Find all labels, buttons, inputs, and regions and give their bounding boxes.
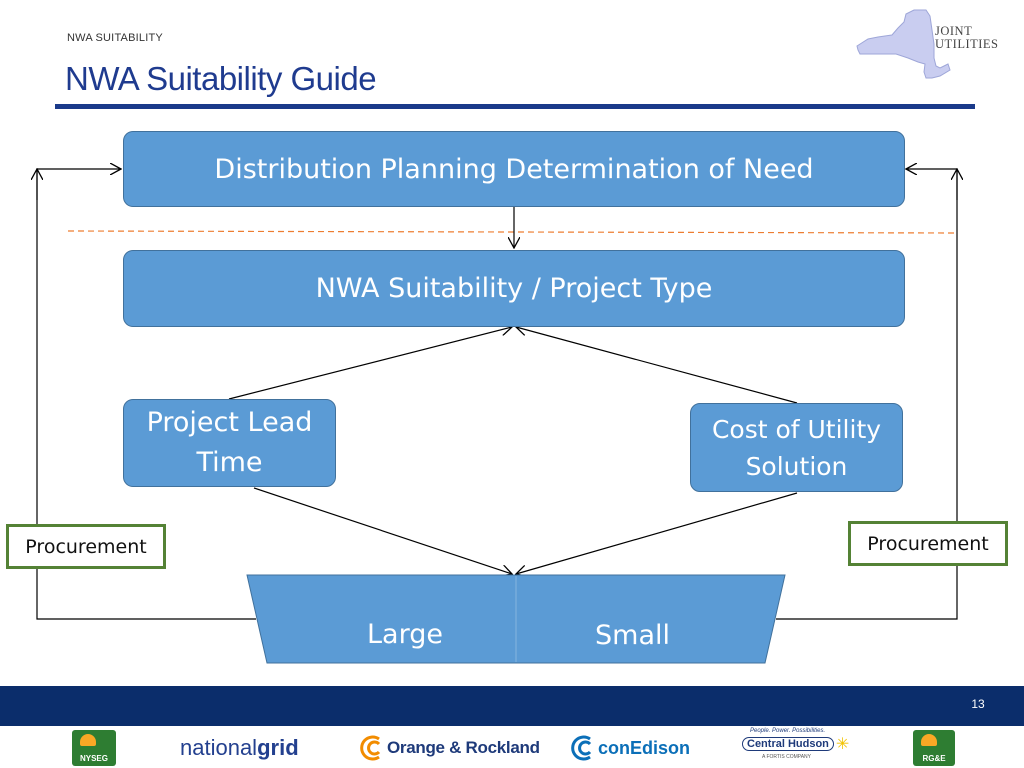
central-hudson-star-icon: ✳ bbox=[835, 736, 850, 753]
nyseg-text: NYSEG bbox=[79, 754, 108, 763]
section-label: NWA SUITABILITY bbox=[67, 32, 163, 44]
central-hudson-text: Central Hudson bbox=[742, 737, 834, 751]
title-divider bbox=[55, 104, 975, 109]
conedison-text: conEdison bbox=[598, 737, 691, 758]
cost-of-utility-box: Cost of Utility Solution bbox=[690, 403, 903, 492]
procurement-right-box: Procurement bbox=[848, 521, 1008, 566]
new-york-state-map-icon bbox=[856, 9, 951, 79]
right-feedback-loop bbox=[776, 169, 958, 620]
page-number: 13 bbox=[971, 697, 985, 711]
arrow-cost-to-suitability bbox=[516, 327, 798, 404]
cost-of-utility-line1: Cost of Utility bbox=[711, 414, 882, 444]
rge-logo: RG&E bbox=[913, 730, 955, 766]
central-hudson-tagline: People. Power. Possibilities. bbox=[750, 728, 826, 734]
conedison-logo: conEdison bbox=[568, 732, 690, 764]
size-small-label: Small bbox=[595, 620, 670, 651]
central-hudson-logo: People. Power. Possibilities. Central Hu… bbox=[742, 728, 852, 768]
orange-rockland-text: Orange & Rockland bbox=[387, 738, 540, 757]
nyseg-logo: NYSEG bbox=[72, 730, 116, 766]
arrow-leadtime-to-size bbox=[253, 487, 512, 574]
slide-title: NWA Suitability Guide bbox=[65, 60, 377, 97]
logo-text-utilities: UTILITIES bbox=[935, 37, 999, 51]
project-lead-time-box: Project Lead Time bbox=[123, 399, 336, 487]
arrow-cost-to-size bbox=[516, 492, 798, 574]
flow-connectors bbox=[0, 0, 1024, 664]
orange-rockland-c-icon bbox=[360, 735, 381, 761]
central-hudson-subtext: A FORTIS COMPANY bbox=[762, 754, 811, 760]
project-lead-time-line1: Project Lead bbox=[146, 407, 313, 438]
cost-of-utility-line2: Solution bbox=[745, 451, 848, 481]
determination-of-need-box: Distribution Planning Determination of N… bbox=[123, 131, 905, 207]
national-grid-text-national: national bbox=[180, 735, 258, 760]
nwa-suitability-box: NWA Suitability / Project Type bbox=[123, 250, 905, 327]
nyseg-flame-icon bbox=[80, 734, 96, 746]
size-large-label: Large bbox=[367, 619, 443, 650]
conedison-c-icon bbox=[571, 735, 592, 761]
sponsor-strip bbox=[0, 726, 1024, 768]
national-grid-text-grid: grid bbox=[257, 735, 299, 760]
rge-text: RG&E bbox=[922, 754, 946, 763]
dashed-separator bbox=[67, 230, 959, 234]
project-lead-time-line2: Time bbox=[196, 447, 263, 478]
rge-flame-icon bbox=[921, 734, 937, 746]
procurement-left-box: Procurement bbox=[6, 524, 166, 569]
footer-bar bbox=[0, 686, 1024, 726]
orange-rockland-logo: Orange & Rockland bbox=[357, 732, 540, 764]
left-feedback-loop bbox=[36, 169, 256, 620]
logo-text-joint: JOINT bbox=[935, 24, 973, 38]
arrow-leadtime-to-suitability bbox=[228, 327, 512, 400]
